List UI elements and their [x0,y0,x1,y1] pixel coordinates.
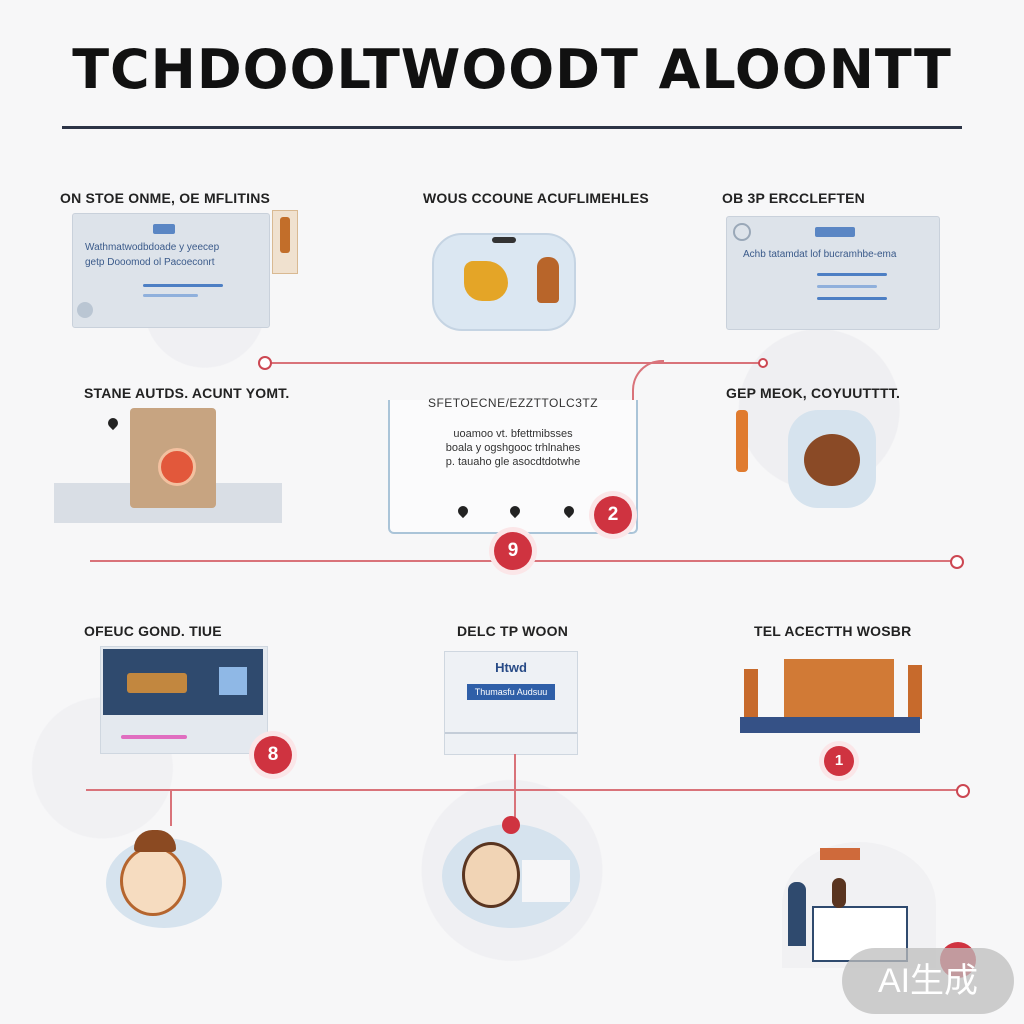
step-label-r1c2: WOUS CCOUNE ACUFLIMEHLES [423,190,649,206]
panel-icon [815,227,855,237]
book-icon [908,665,922,719]
tool-icon [272,210,298,274]
panel-bar [817,273,887,276]
drop-icon [561,503,577,519]
marker-icon [502,816,520,834]
pencil-icon [736,410,748,472]
progress-line [121,735,187,739]
title-divider [62,126,962,129]
timeline-node [956,784,970,798]
card-line: p. tauaho gle asocdtdotwhe [445,456,581,468]
face-icon [120,846,186,916]
panel-circle-icon [733,223,751,241]
panel-bar [817,285,877,288]
card-line: uoamoo vt. bfettmibsses [453,428,573,440]
food-illustration [788,410,876,508]
slide-divider [445,732,577,734]
screen-icon [522,860,570,902]
step-label-r1c1: ON STOE ONME, OE MFLITINS [60,190,271,206]
panel-icon [153,224,175,234]
panel-text: Achb tatamdat lof bucramhbe-ema [743,249,897,260]
jar-illustration [432,233,576,331]
step-badge: 9 [494,532,532,570]
step-label-r2c3: GEP MEOK, COYUUTTTT. [726,385,901,401]
head-icon [158,448,196,486]
office-illustration [782,842,936,968]
panel-text: getp Dooomod ol Pacoeconrt [85,257,215,268]
monitor-screen [103,649,263,715]
book-icon [744,669,758,719]
timeline-line-3 [86,789,958,791]
food-icon [804,434,860,486]
monitor-illustration [100,646,268,754]
timeline-connector [514,754,516,820]
person-icon [832,878,846,908]
timeline-connector [170,790,172,826]
drop-icon [507,503,523,519]
timeline-line-1 [266,362,766,364]
person-icon [788,882,806,946]
step-panel-r1c1: Wathmatwodbdoade y yeecep getp Dooomod o… [72,213,270,328]
bottle-icon [537,257,559,303]
drop-icon [455,503,471,519]
step-label-r3c2: DELC TP WOON [457,623,569,639]
bookshelf-icon [784,659,894,717]
lid-icon [492,237,516,243]
character-illustration-2 [442,816,580,928]
screen-graphic [127,673,187,693]
panel-bar [817,297,887,300]
floor-graphic [740,717,920,733]
person-illustration [130,408,216,508]
watermark: AI生成 [842,948,1014,1014]
step-label-r1c3: OB 3P ERCCLEFTEN [722,190,865,206]
step-badge: 8 [254,736,292,774]
panel-text: Wathmatwodbdoade y yeecep [85,242,220,253]
slide-illustration: Htwd Thumasfu Audsuu [444,651,578,755]
hat-icon [134,830,176,852]
face-icon [462,842,520,908]
slide-heading: Htwd [495,660,527,675]
card-header: SFETOECNE/EZZTTOLC3TZ [427,396,599,410]
character-illustration-1 [106,830,222,928]
step-badge: 2 [594,496,632,534]
hat-icon [464,261,508,301]
sign-icon [820,848,860,860]
step-label-r3c1: OFEUC GOND. TIUE [84,623,222,639]
timeline-node [258,356,272,370]
slide-banner: Thumasfu Audsuu [467,684,555,700]
bookshelf-illustration [736,655,924,737]
step-badge: 1 [824,746,854,776]
step-label-r3c3: TEL ACECTTH WOSBR [754,623,912,639]
window-icon [219,667,247,695]
panel-bar [143,294,198,297]
step-panel-r1c3: Achb tatamdat lof bucramhbe-ema [726,216,940,330]
timeline-node [950,555,964,569]
card-line: boala y ogshgooc trhlnahes [445,442,581,454]
page-title: TCHDOOLTWOODT ALOONTT [72,38,952,101]
panel-bar [143,284,223,287]
step-label-r2c1: STANE AUTDS. ACUNT YOMT. [84,385,290,401]
panel-circle-icon [77,302,93,318]
timeline-node [758,358,768,368]
